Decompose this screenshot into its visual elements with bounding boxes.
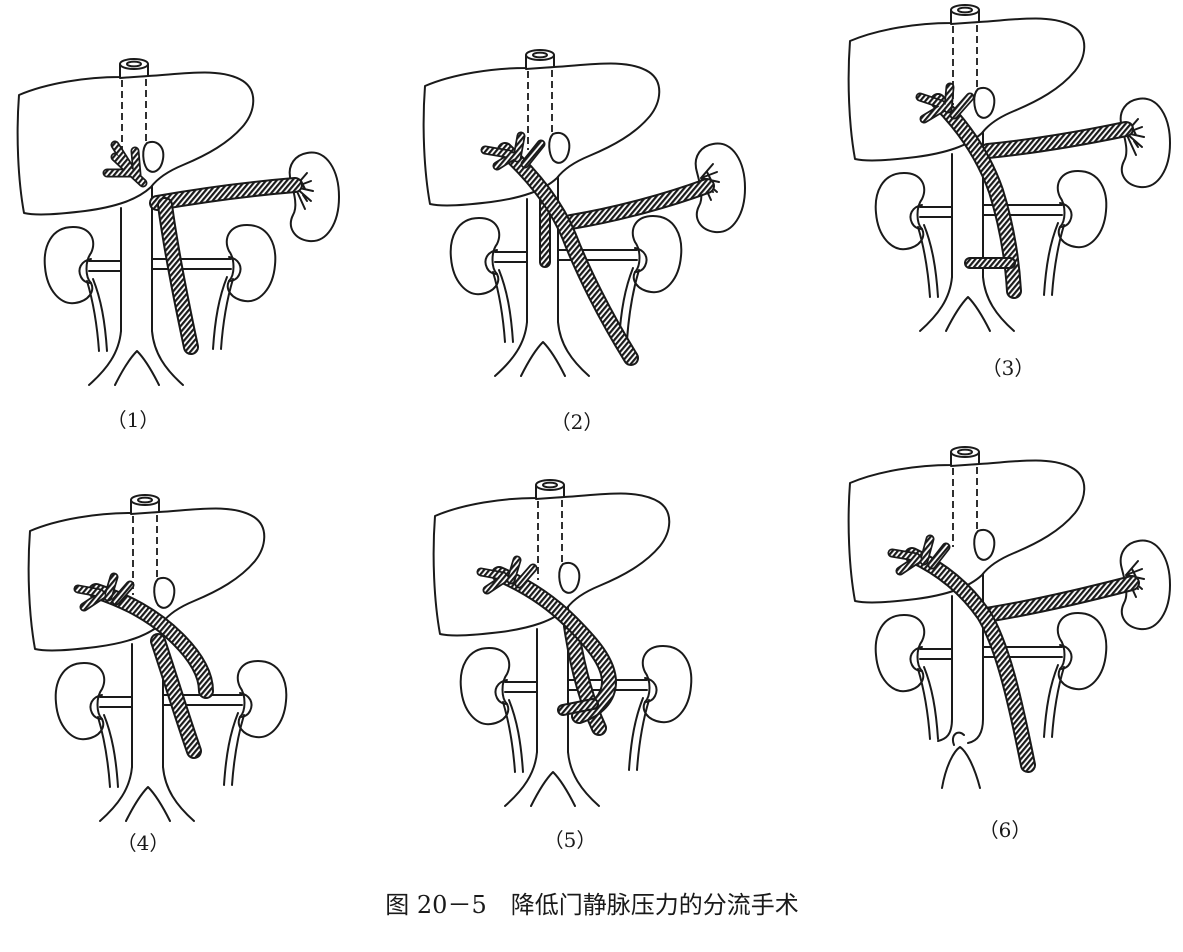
panel-1-portal-vein [157,197,199,355]
panel-4 [27,494,288,822]
panel-6-hilar-branches [887,534,951,576]
panel-5-bifurcation [504,751,600,807]
panel-4-lower-vein [150,633,202,759]
panel-1-anatomy [16,58,277,352]
panel-5-lower-vein [563,618,607,736]
panel-5-portal-vein [491,566,617,724]
panel-2-splenic-vein [563,178,715,230]
panel-3-spleen [1119,97,1171,189]
panel-5 [432,479,693,807]
panel-3 [847,4,1171,332]
panel-5-anatomy [432,479,693,773]
panel-6-lower-connection [937,718,984,744]
panel-2-portal-vein [497,142,639,366]
panel-4-bifurcation [99,766,195,822]
panel-2-label: （2） [551,410,604,434]
panel-1-bifurcation [88,330,184,386]
panel-1 [16,58,340,386]
panel-6 [847,446,1171,789]
panel-4-label: （4） [117,831,170,855]
panel-5-label: （5） [544,828,597,852]
panel-2-hilar-branches [480,131,546,171]
panel-6-splenic-vein [978,575,1140,623]
panel-5-cross-anastomosis [557,698,599,716]
panel-3-label: （3） [982,356,1035,380]
panel-1-spleen [288,151,340,243]
panel-3-bifurcation [919,276,1015,332]
figure-caption: 图 20－5 降低门静脉压力的分流手术 [385,891,798,919]
panel-6-small-bifurcation [941,731,981,789]
panel-5-hilar-branches [476,555,538,595]
panel-6-portal-vein [904,547,1036,773]
panel-2 [422,49,746,377]
panel-6-label: （6） [979,818,1032,842]
panel-1-label: （1） [107,408,160,432]
panel-3-hilar-branches [915,82,975,124]
panel-2-bifurcation [494,321,590,377]
panel-1-splenic-vein [149,177,303,211]
panel-1-hilar-branches [102,140,148,188]
panel-4-hilar-branches [73,572,135,612]
panel-3-splenic-vein [980,121,1134,159]
